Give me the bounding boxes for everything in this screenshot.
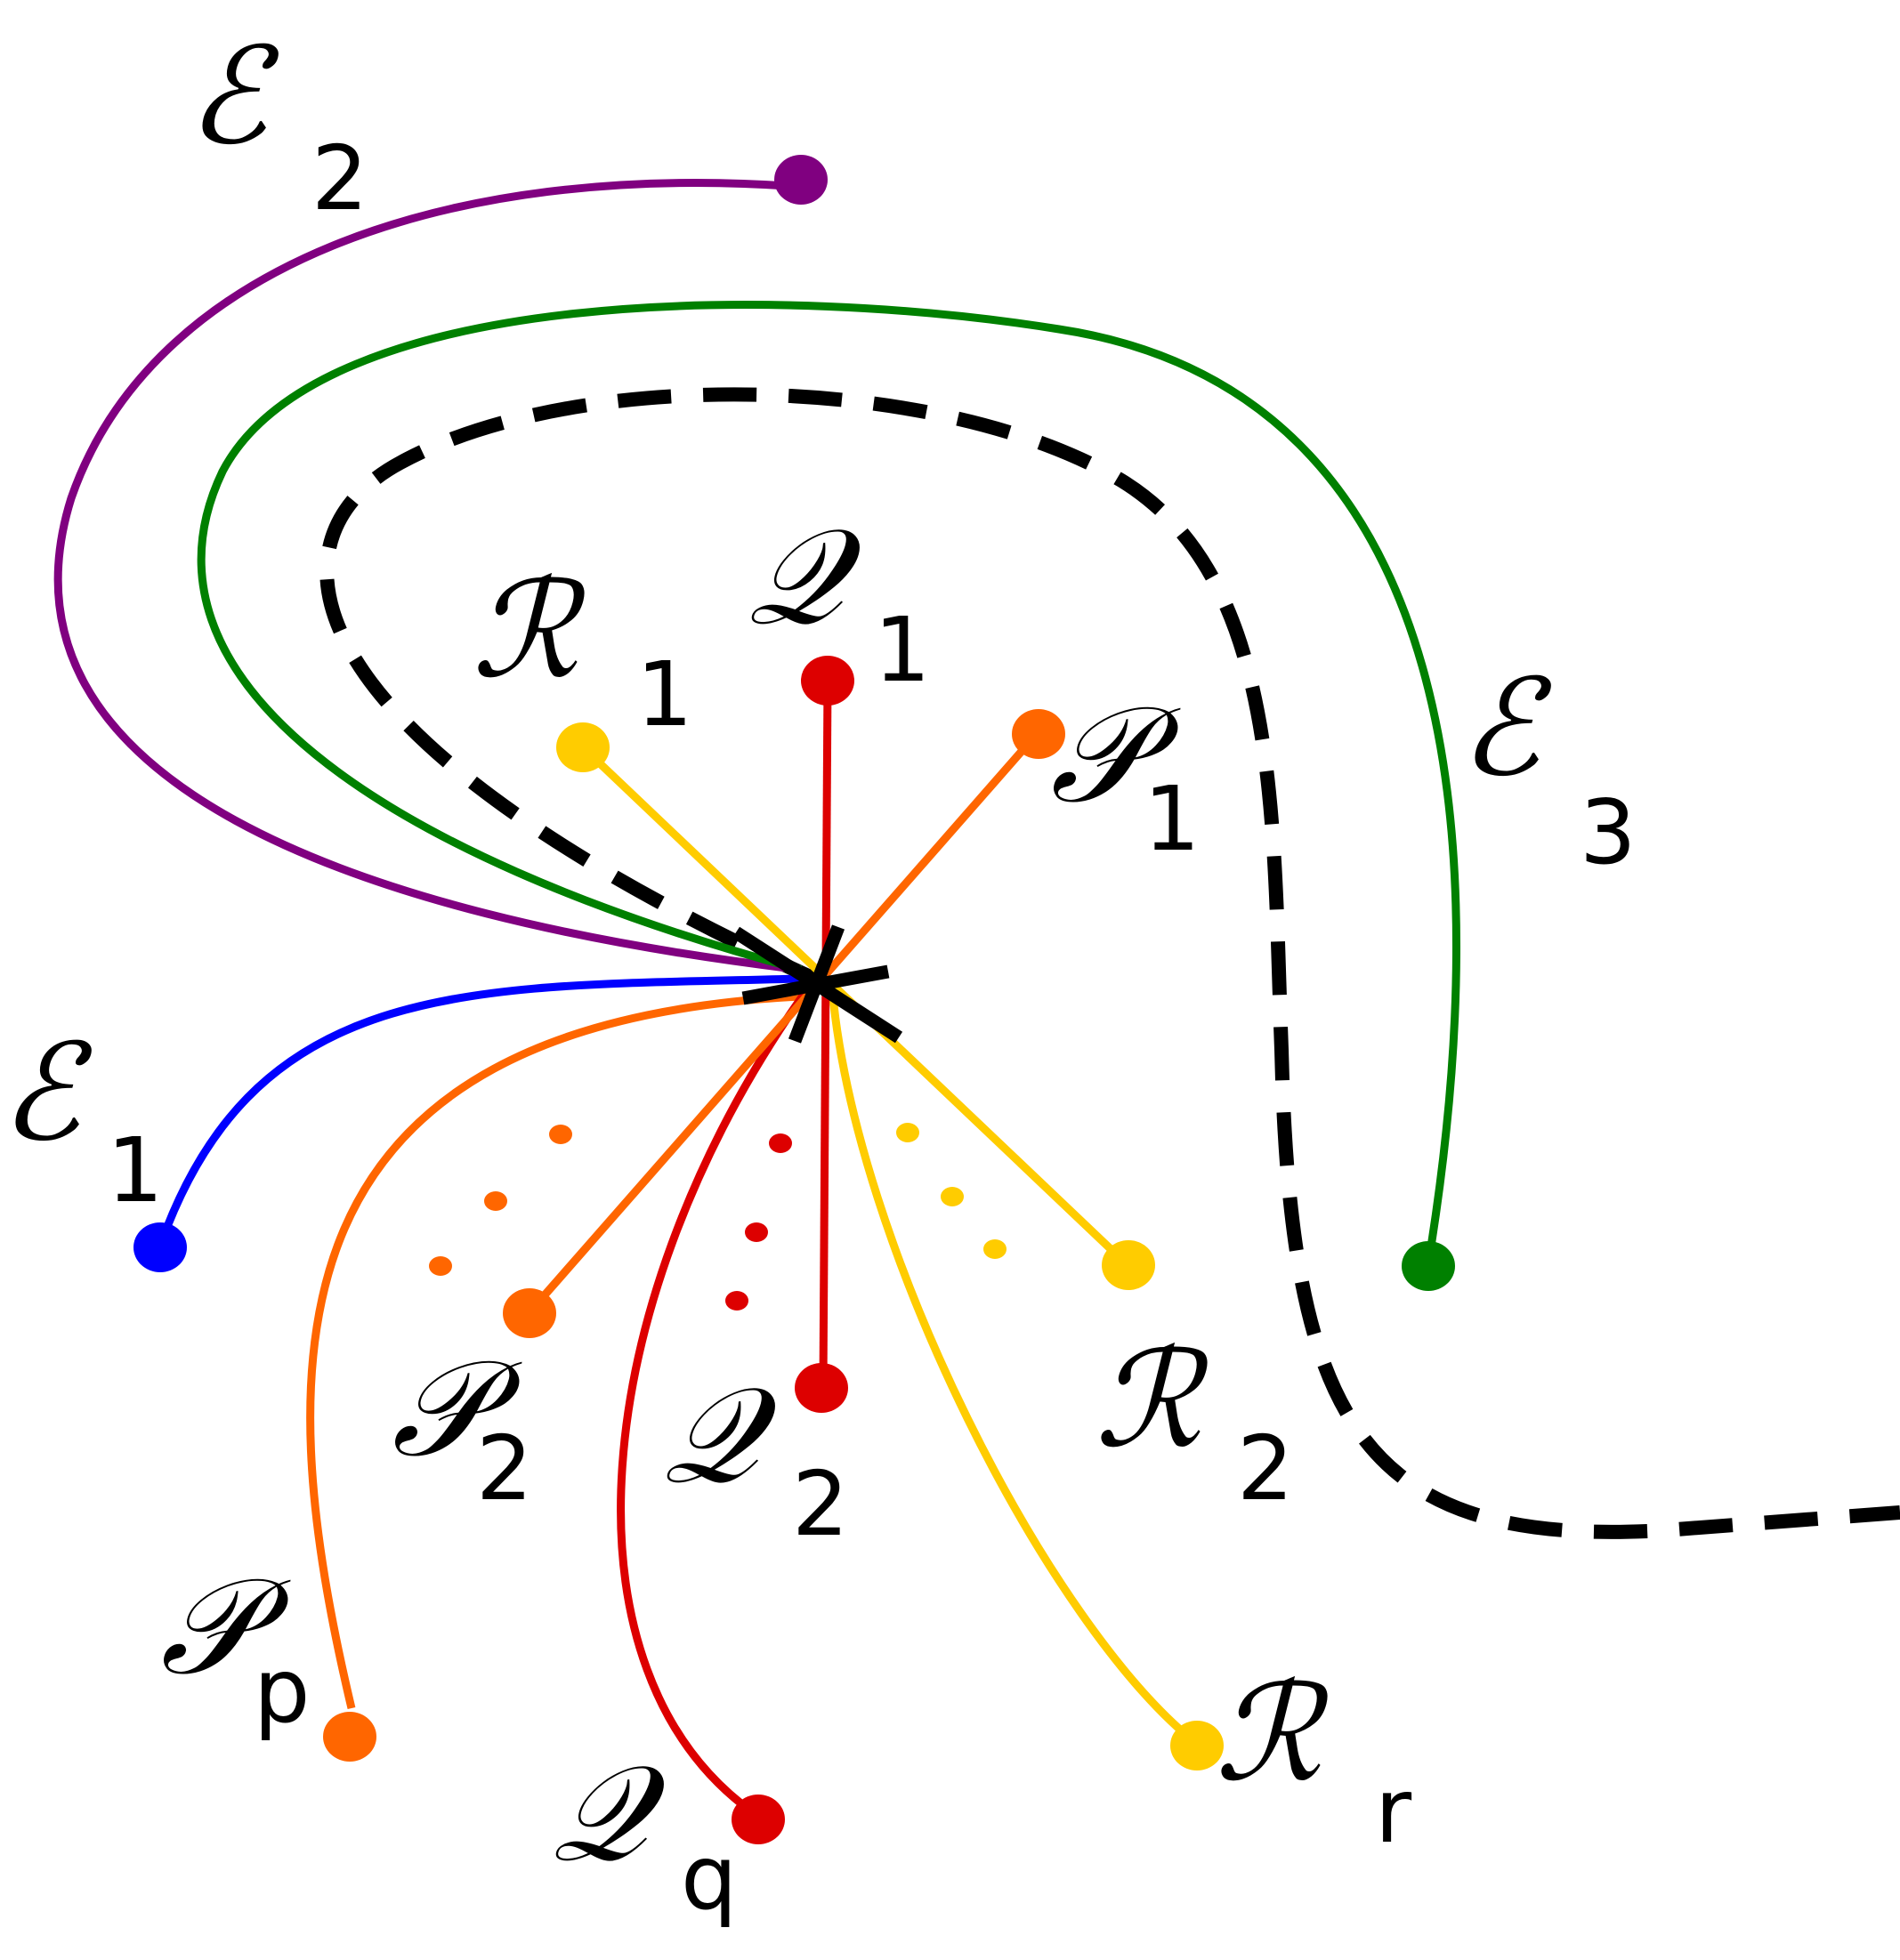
ellipsis-dots-p bbox=[429, 1125, 572, 1276]
svg-text:p: p bbox=[254, 1639, 310, 1743]
svg-text:ℛ: ℛ bbox=[1215, 1657, 1330, 1811]
svg-text:ℛ: ℛ bbox=[472, 553, 586, 708]
svg-text:3: 3 bbox=[1580, 780, 1637, 884]
ray-q1 bbox=[819, 680, 832, 1389]
endpoint-e3 bbox=[1402, 1241, 1455, 1291]
ellipsis-dots-r bbox=[896, 1123, 1007, 1259]
svg-text:q: q bbox=[681, 1826, 737, 1930]
endpoint-e2 bbox=[774, 155, 828, 205]
endpoint-r1 bbox=[556, 722, 610, 772]
svg-text:ℰ: ℰ bbox=[0, 1016, 93, 1171]
svg-text:2: 2 bbox=[1237, 1416, 1294, 1520]
curve-qq bbox=[617, 989, 809, 1819]
dashed-boundary-curve bbox=[319, 387, 1900, 1539]
curve-e1 bbox=[156, 974, 802, 1247]
ray-p1 bbox=[526, 731, 1040, 1315]
endpoint-p1 bbox=[1012, 709, 1065, 759]
svg-text:𝒬: 𝒬 bbox=[748, 500, 861, 655]
svg-text:1: 1 bbox=[107, 1118, 164, 1222]
center-star-marker bbox=[732, 924, 903, 1044]
endpoint-r2 bbox=[1102, 1240, 1155, 1290]
label-r1: ℛ 1 bbox=[472, 553, 693, 746]
curve-e3 bbox=[197, 301, 1461, 1264]
curve-pp bbox=[306, 992, 802, 1710]
svg-text:1: 1 bbox=[636, 642, 693, 746]
svg-text:ℰ: ℰ bbox=[1459, 651, 1552, 806]
svg-text:ℰ: ℰ bbox=[187, 20, 279, 174]
endpoint-pp bbox=[323, 1712, 376, 1762]
svg-text:2: 2 bbox=[792, 1452, 849, 1556]
label-e2: ℰ 2 bbox=[187, 20, 368, 230]
svg-text:r: r bbox=[1375, 1759, 1412, 1863]
endpoint-rr bbox=[1170, 1721, 1224, 1770]
label-q2: 𝒬 2 bbox=[663, 1359, 849, 1556]
label-q1: 𝒬 1 bbox=[748, 500, 931, 702]
svg-text:1: 1 bbox=[1144, 767, 1201, 871]
svg-text:𝒬: 𝒬 bbox=[663, 1359, 777, 1513]
endpoint-e1 bbox=[133, 1222, 187, 1272]
svg-text:2: 2 bbox=[311, 126, 368, 230]
svg-text:2: 2 bbox=[476, 1416, 533, 1520]
label-p1: 𝒫 1 bbox=[1050, 678, 1201, 871]
ellipsis-dots-q bbox=[725, 1133, 792, 1311]
endpoint-qq bbox=[732, 1795, 785, 1844]
endpoint-p2 bbox=[503, 1288, 556, 1338]
label-e1: ℰ 1 bbox=[0, 1016, 164, 1222]
label-rr: ℛ r bbox=[1215, 1657, 1412, 1863]
svg-text:𝒬: 𝒬 bbox=[552, 1737, 666, 1891]
endpoint-q1 bbox=[801, 656, 854, 706]
endpoint-q2 bbox=[795, 1363, 848, 1413]
label-pp: 𝒫 p bbox=[160, 1550, 310, 1743]
label-r2: ℛ 2 bbox=[1095, 1323, 1294, 1520]
svg-text:1: 1 bbox=[874, 598, 931, 702]
label-p2: 𝒫 2 bbox=[392, 1332, 533, 1520]
curve-e2 bbox=[53, 179, 802, 974]
label-e3: ℰ 3 bbox=[1459, 651, 1637, 884]
label-qq: 𝒬 q bbox=[552, 1737, 737, 1930]
svg-text:ℛ: ℛ bbox=[1095, 1323, 1209, 1478]
curve-rr bbox=[828, 987, 1200, 1747]
